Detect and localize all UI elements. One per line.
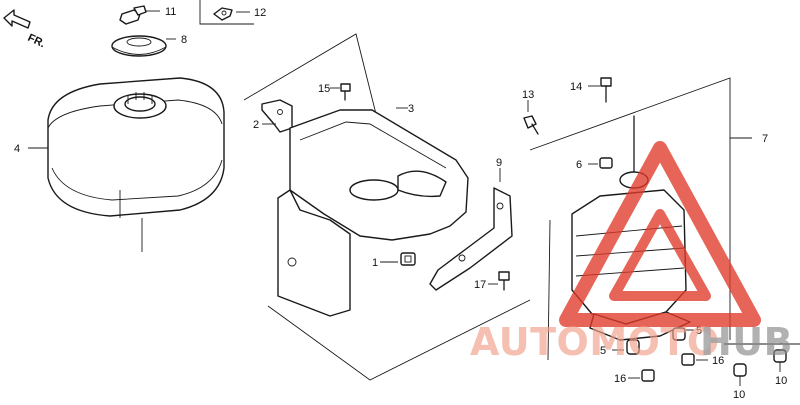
front-direction-label: FR. xyxy=(26,32,47,50)
part-16-nut-a xyxy=(681,353,695,366)
watermark-triangle-outer xyxy=(559,141,761,327)
callout-10a: 10 xyxy=(733,389,745,401)
part-13-bolt xyxy=(523,115,539,135)
callout-16b: 16 xyxy=(614,373,626,385)
part-1-grommet xyxy=(400,252,416,266)
callout-12: 12 xyxy=(254,7,266,19)
callout-1: 1 xyxy=(372,257,378,269)
part-16-nut-b xyxy=(641,369,655,382)
watermark-triangle-inner xyxy=(609,209,711,301)
part-3-shroud xyxy=(277,109,469,317)
part-9-side-bracket xyxy=(429,187,513,291)
watermark-text-automoto: AUTOMOTO xyxy=(470,320,720,364)
callout-14: 14 xyxy=(570,81,582,93)
callout-11: 11 xyxy=(165,6,176,18)
callout-9: 9 xyxy=(496,157,502,169)
callout-4: 4 xyxy=(14,143,20,155)
front-direction-arrow-icon xyxy=(3,9,31,29)
part-2-bracket xyxy=(261,99,293,133)
part-8-seal xyxy=(111,35,167,57)
part-14-bolt xyxy=(600,77,612,103)
part-6-fitting xyxy=(599,157,613,169)
callout-15: 15 xyxy=(318,83,330,95)
callout-5b: 5 xyxy=(696,325,702,337)
callout-5a: 5 xyxy=(600,345,606,357)
callout-2: 2 xyxy=(253,119,259,131)
callout-6: 6 xyxy=(576,159,582,171)
part-17-bolt xyxy=(498,271,510,291)
callout-7: 7 xyxy=(762,133,768,145)
part-4-fuel-tank xyxy=(47,77,225,218)
part-10-collar-a xyxy=(733,363,747,377)
watermark-logo: AUTOMOTO HUB xyxy=(470,141,793,364)
shroud-panel-outline xyxy=(243,33,531,381)
callout-13: 13 xyxy=(522,89,534,101)
part-15-bolt xyxy=(340,83,351,101)
callout-16a: 16 xyxy=(712,355,724,367)
callout-3: 3 xyxy=(408,103,414,115)
callout-10b: 10 xyxy=(775,375,787,387)
part-7-outline-box xyxy=(529,77,731,361)
part-12-clip-box xyxy=(199,0,254,25)
callout-17: 17 xyxy=(474,279,486,291)
part-11-fitting xyxy=(119,5,147,25)
callout-8: 8 xyxy=(181,34,187,46)
watermark-text-hub: HUB xyxy=(700,320,793,364)
